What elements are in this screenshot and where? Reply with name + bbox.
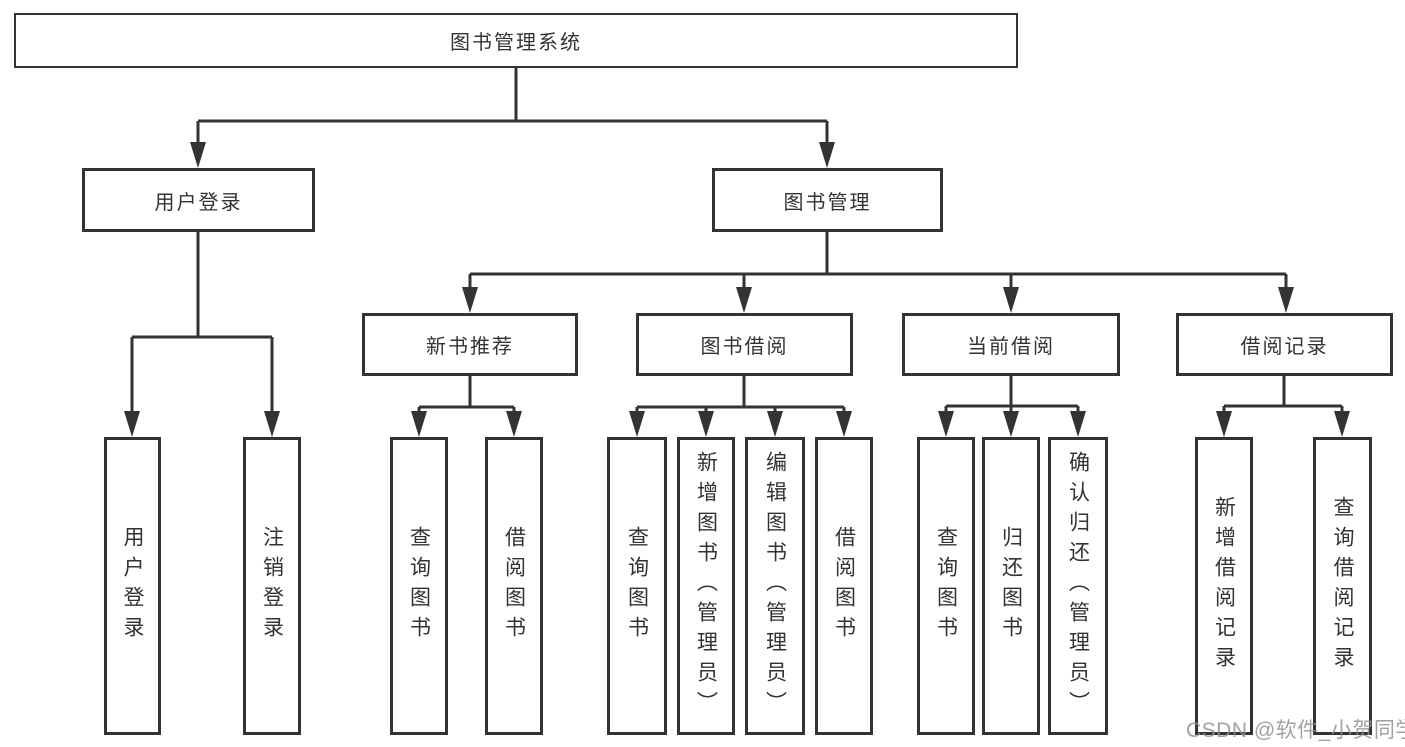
leaf-query-books-recommend: 查询图书: [390, 437, 448, 735]
leaf-query-borrow-record: 查询借阅记录: [1313, 437, 1372, 735]
arrow-down-icon: [836, 411, 852, 437]
node-user-login: 用户登录: [82, 168, 315, 232]
arrow-down-icon: [819, 142, 835, 168]
wire-current-to-leaves: [938, 376, 1086, 437]
arrow-down-icon: [1070, 411, 1086, 437]
arrow-down-icon: [1003, 411, 1019, 437]
csdn-watermark: CSDN @软件_小贺同学: [1186, 719, 1405, 742]
arrow-down-icon: [264, 411, 280, 437]
wire-newbook-to-leaves: [411, 376, 522, 437]
leaf-borrow-books: 借阅图书: [815, 437, 873, 735]
leaf-query-books-current: 查询图书: [917, 437, 975, 735]
wire-login-to-leaves: [124, 232, 280, 437]
arrow-down-icon: [411, 411, 427, 437]
node-borrow-records: 借阅记录: [1176, 313, 1393, 376]
wire-borrow-to-leaves: [629, 376, 852, 437]
arrow-down-icon: [736, 287, 752, 313]
arrow-down-icon: [629, 411, 645, 437]
arrow-down-icon: [938, 411, 954, 437]
arrow-down-icon: [1278, 287, 1294, 313]
arrow-down-icon: [1003, 287, 1019, 313]
node-new-book-recommend: 新书推荐: [362, 313, 578, 376]
node-current-borrow: 当前借阅: [902, 313, 1120, 376]
leaf-borrow-books-recommend: 借阅图书: [485, 437, 543, 735]
leaf-edit-books-admin: 编辑图书（管理员）: [745, 437, 805, 735]
arrow-down-icon: [1334, 411, 1350, 437]
arrow-down-icon: [190, 142, 206, 168]
node-book-borrow: 图书借阅: [636, 313, 853, 376]
leaf-logout: 注销登录: [243, 437, 301, 735]
leaf-query-books-borrow: 查询图书: [607, 437, 667, 735]
arrow-down-icon: [767, 411, 783, 437]
wire-records-to-leaves: [1216, 376, 1350, 437]
arrow-down-icon: [462, 287, 478, 313]
leaf-add-borrow-record: 新增借阅记录: [1195, 437, 1253, 735]
leaf-user-login: 用户登录: [104, 437, 161, 735]
arrow-down-icon: [506, 411, 522, 437]
arrow-down-icon: [124, 411, 140, 437]
wire-root-to-level2: [190, 68, 835, 168]
wire-mgmt-to-level3: [462, 232, 1294, 313]
node-book-management: 图书管理: [712, 168, 943, 232]
node-root-system: 图书管理系统: [14, 13, 1018, 68]
arrow-down-icon: [698, 411, 714, 437]
leaf-confirm-return-admin: 确认归还（管理员）: [1048, 437, 1108, 735]
leaf-return-books: 归还图书: [982, 437, 1040, 735]
leaf-add-books-admin: 新增图书（管理员）: [677, 437, 735, 735]
arrow-down-icon: [1216, 411, 1232, 437]
